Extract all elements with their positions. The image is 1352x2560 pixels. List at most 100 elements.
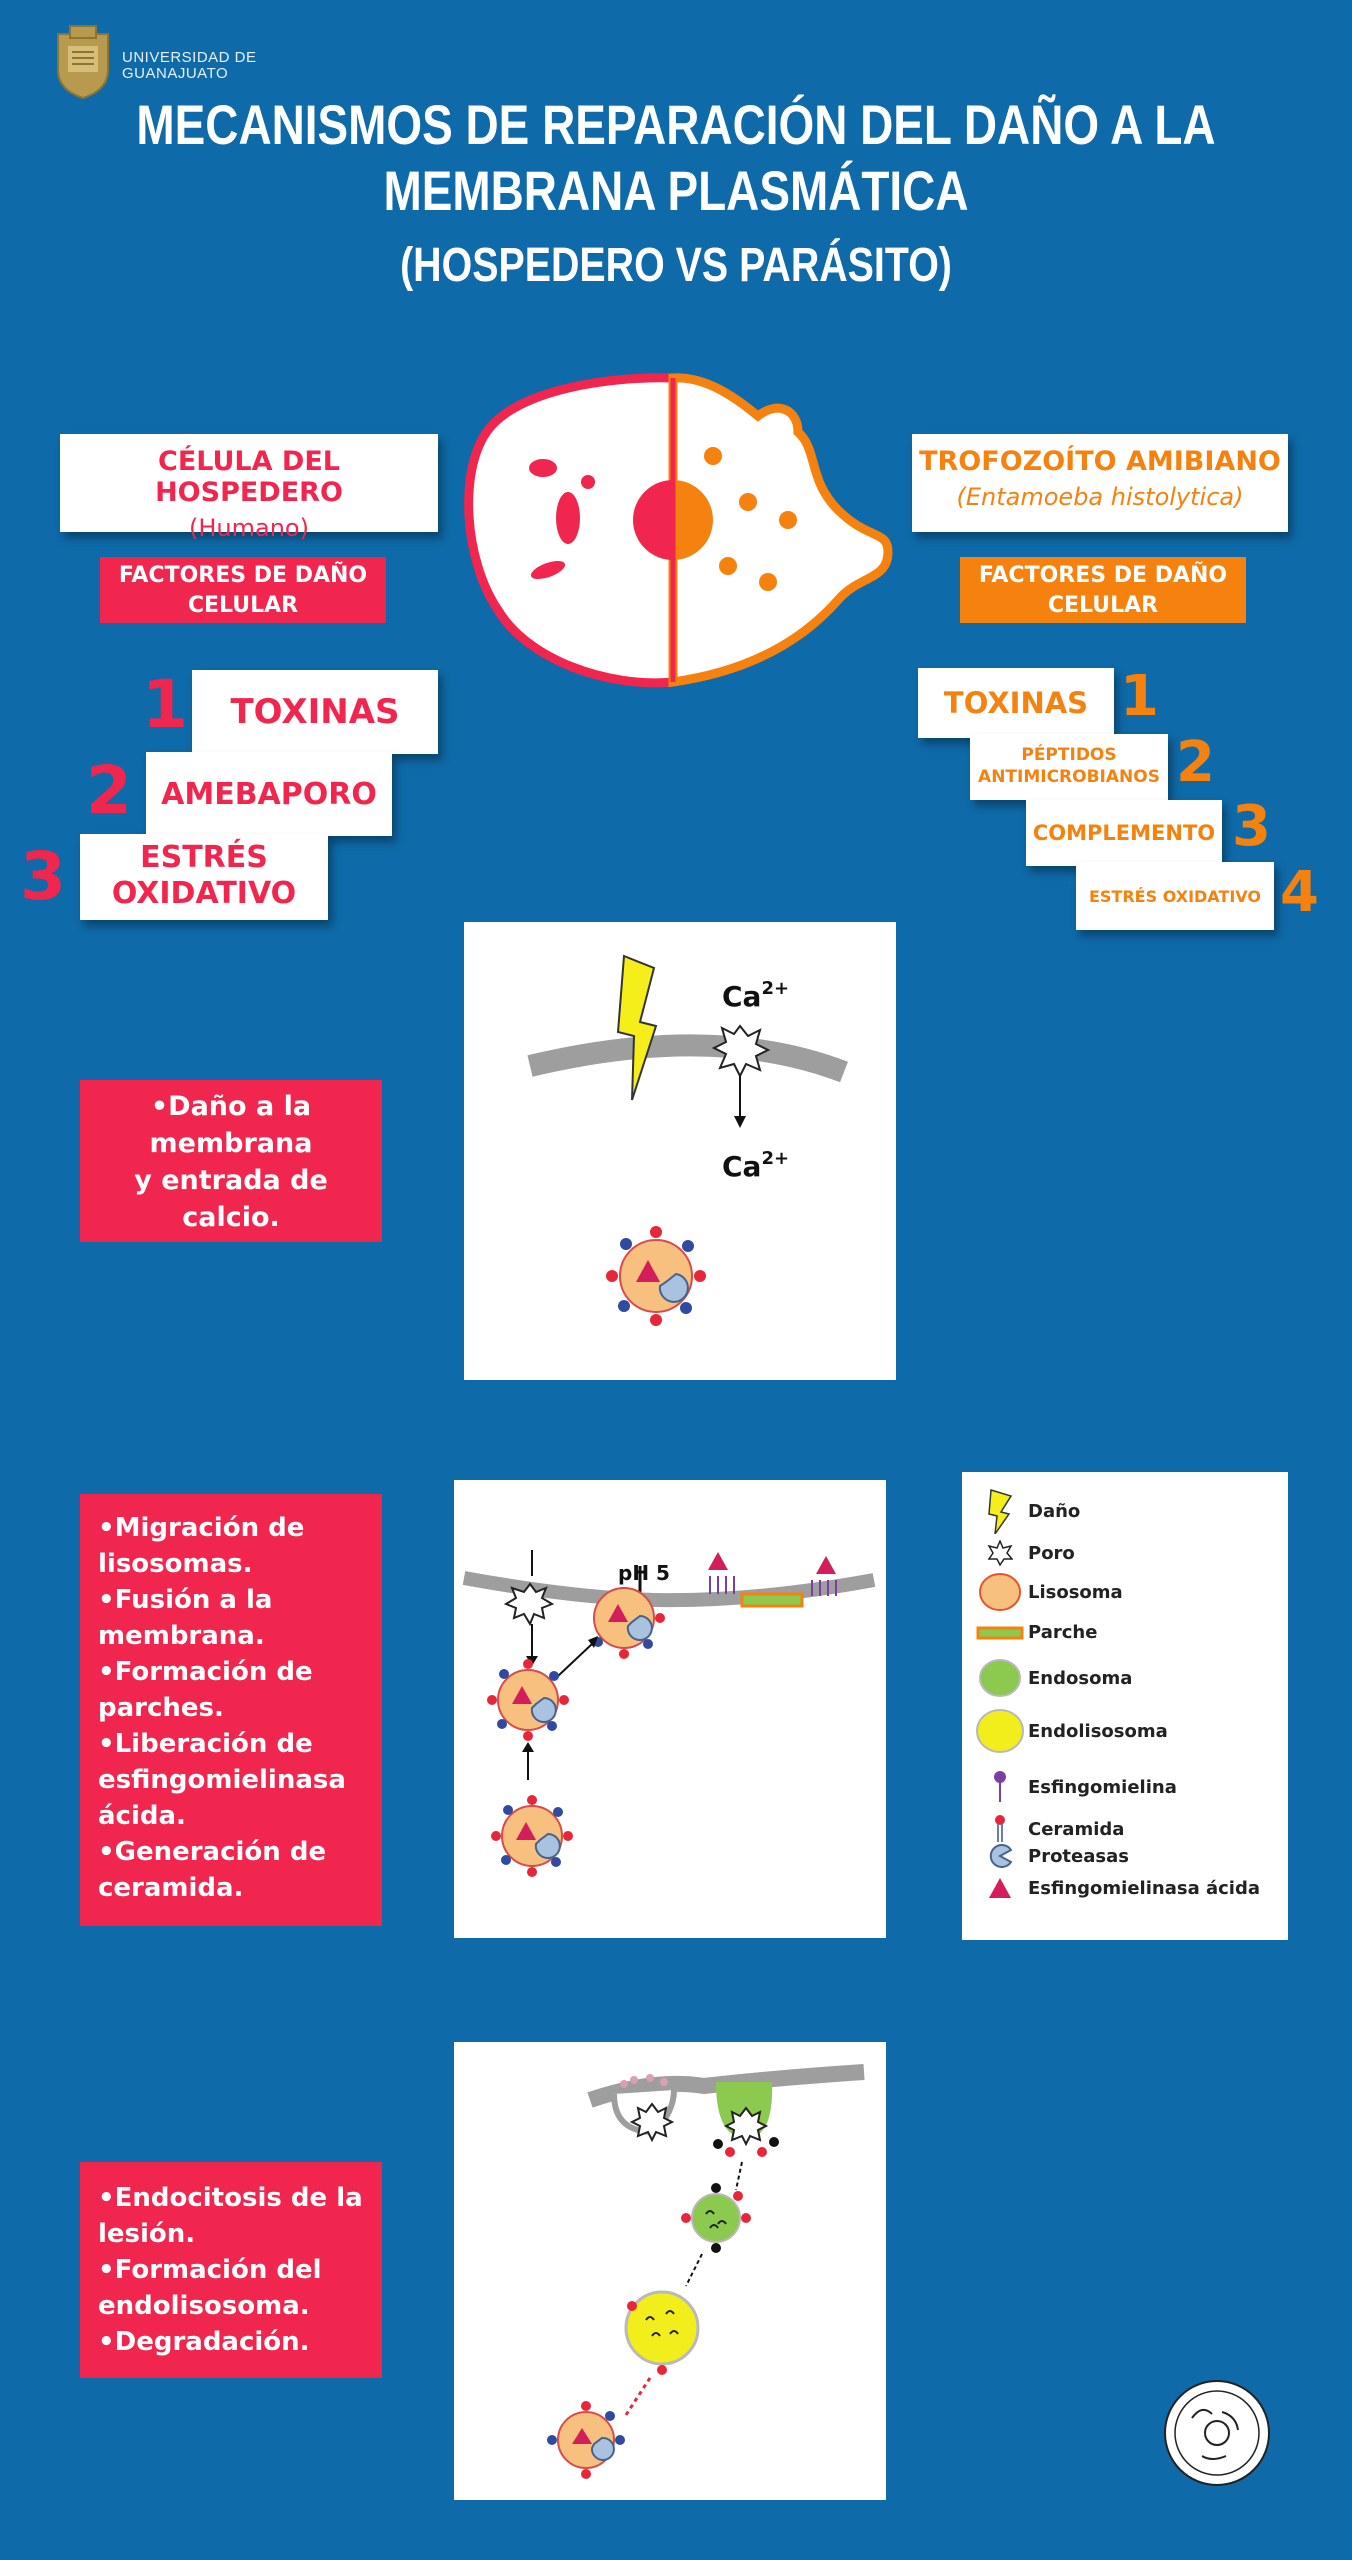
legend-label: Endosoma <box>1028 1667 1133 1689</box>
host-factors-label: FACTORES DE DAÑO CELULAR <box>100 557 386 623</box>
title-line2: MEMBRANA PLASMÁTICA <box>383 159 969 222</box>
step-2-line: •Fusión a la <box>98 1585 273 1615</box>
pore-icon <box>987 1540 1013 1566</box>
lysosome-diagram <box>606 1226 706 1326</box>
legend-item: Daño <box>972 1488 1080 1534</box>
lysosome-icon <box>979 1573 1021 1611</box>
step-2-line: •Generación de <box>98 1837 327 1867</box>
step-3-line: •Formación del <box>98 2255 322 2285</box>
step-2-line: membrana. <box>98 1621 265 1651</box>
step-3-line: •Degradación. <box>98 2327 310 2357</box>
legend-item: Endosoma <box>972 1658 1132 1698</box>
university-logo <box>52 24 114 100</box>
parasite-factors-line2: CELULAR <box>1047 593 1159 618</box>
parasite-item-2-number: 2 <box>1176 730 1215 795</box>
host-item-3-number: 3 <box>20 838 66 915</box>
sphingomyelin-icon <box>994 1771 1006 1802</box>
legend-label: Parche <box>1028 1622 1098 1643</box>
parasite-factors-line1: FACTORES DE DAÑO <box>978 563 1228 588</box>
poster-title: MECANISMOS DE REPARACIÓN DEL DAÑO A LA M… <box>122 92 1231 224</box>
university-line2: GUANAJUATO <box>122 65 229 82</box>
host-item-toxinas: TOXINAS <box>192 670 438 754</box>
parasite-item-1-label: TOXINAS <box>943 686 1089 720</box>
legend-label: Esfingomielina <box>1028 1776 1177 1798</box>
legend-label: Poro <box>1028 1542 1075 1564</box>
parasite-item-toxinas: TOXINAS <box>918 668 1114 738</box>
step-3-line: lesión. <box>98 2219 196 2249</box>
diagram-membrane-damage: Ca2+ Ca2+ <box>464 922 896 1380</box>
parasite-item-4-number: 4 <box>1280 860 1319 925</box>
host-card: CÉLULA DEL HOSPEDERO (Humano) <box>60 434 438 542</box>
host-item-3-line1: ESTRÉS <box>140 840 268 875</box>
step-2-line: •Formación de <box>98 1657 313 1687</box>
step-2-text: •Migración de lisosomas. •Fusión a la me… <box>80 1494 382 1926</box>
poster-subtitle: (HOSPEDERO VS PARÁSITO) <box>400 239 952 292</box>
step-2-line: lisosomas. <box>98 1549 253 1579</box>
step-1-text: •Daño a la membrana y entrada de calcio. <box>80 1080 382 1242</box>
legend-item: Poro <box>972 1540 1075 1566</box>
host-item-2-number: 2 <box>86 752 132 829</box>
diagram-endocytosis <box>454 2042 886 2500</box>
legend-label: Proteasas <box>1028 1845 1129 1867</box>
lightning-icon <box>988 1489 1013 1534</box>
legend-item: Esfingomielinasa ácida <box>972 1876 1260 1900</box>
parasite-item-3-number: 3 <box>1232 794 1271 859</box>
legend-label: Ceramida <box>1028 1818 1125 1840</box>
step-1-line: calcio. <box>182 1202 280 1233</box>
parasite-item-estres: ESTRÉS OXIDATIVO <box>1076 862 1274 930</box>
step-2-line: parches. <box>98 1693 224 1723</box>
host-item-2-label: AMEBAPORO <box>161 776 377 812</box>
host-item-1-label: TOXINAS <box>230 692 400 732</box>
step-1-line: membrana <box>149 1128 313 1159</box>
step-2-line: ácida. <box>98 1801 186 1831</box>
ceramide-icon <box>995 1815 1005 1842</box>
legend-label: Endolisosoma <box>1028 1720 1168 1742</box>
parasite-card: TROFOZOÍTO AMIBIANO (Entamoeba histolyti… <box>912 434 1288 532</box>
step-3-line: endolisosoma. <box>98 2291 310 2321</box>
ca-top-superscript: 2+ <box>761 978 789 999</box>
svg-text:Ca2+: Ca2+ <box>722 978 789 1013</box>
host-title: CÉLULA DEL HOSPEDERO <box>155 446 343 508</box>
legend-item: Ceramida <box>972 1814 1124 1844</box>
endolysosome-icon <box>976 1709 1024 1753</box>
host-subtitle: (Humano) <box>189 514 309 542</box>
parasite-item-3-label: COMPLEMENTO <box>1032 821 1216 845</box>
host-item-amebaporo: AMEBAPORO <box>146 752 392 836</box>
host-item-estres: ESTRÉS OXIDATIVO <box>80 834 328 920</box>
legend-label: Esfingomielinasa ácida <box>1028 1877 1260 1899</box>
parasite-item-1-number: 1 <box>1120 664 1159 729</box>
parasite-item-complemento: COMPLEMENTO <box>1026 800 1222 866</box>
legend-label: Daño <box>1028 1500 1081 1522</box>
parasite-item-peptidos: PÉPTIDOS ANTIMICROBIANOS <box>970 734 1168 800</box>
lab-seal <box>1162 2378 1272 2488</box>
host-item-3-line2: OXIDATIVO <box>111 876 297 911</box>
step-2-line: esfingomielinasa <box>98 1765 346 1795</box>
parasite-item-4-label: ESTRÉS OXIDATIVO <box>1088 886 1262 906</box>
host-factors-line1: FACTORES DE DAÑO <box>118 563 368 588</box>
step-3-text: •Endocitosis de la lesión. •Formación de… <box>80 2162 382 2378</box>
host-item-1-number: 1 <box>142 666 188 743</box>
parasite-item-2-line2: ANTIMICROBIANOS <box>978 767 1160 787</box>
legend-label: Lisosoma <box>1028 1581 1123 1603</box>
legend-item: Proteasas <box>972 1844 1129 1868</box>
pore-icon <box>503 1582 555 1627</box>
step-2-line: •Liberación de <box>98 1729 313 1759</box>
endosome-icon <box>979 1659 1021 1697</box>
legend: Daño Poro Lisosoma Parche Endosoma Endol… <box>962 1472 1288 1940</box>
university-name: UNIVERSIDAD DE GUANAJUATO <box>122 50 257 82</box>
ca-top: Ca <box>722 980 761 1013</box>
ca-bottom: Ca <box>722 1150 761 1183</box>
parasite-item-2-line1: PÉPTIDOS <box>1021 745 1117 765</box>
acid-sphingomyelinase-icon <box>989 1878 1011 1898</box>
step-1-line: y entrada de <box>134 1165 328 1196</box>
cell-illustration <box>458 370 898 690</box>
step-2-line: ceramida. <box>98 1873 244 1903</box>
svg-text:Ca2+: Ca2+ <box>722 1148 789 1183</box>
pore-icon <box>711 1024 771 1079</box>
parasite-title: TROFOZOÍTO AMIBIANO <box>919 446 1281 477</box>
step-3-line: •Endocitosis de la <box>98 2183 363 2213</box>
step-1-line: •Daño a la <box>150 1091 312 1122</box>
protease-icon <box>989 1844 1013 1868</box>
patch-icon <box>976 1626 1024 1639</box>
ph-label: pH 5 <box>618 1561 670 1585</box>
